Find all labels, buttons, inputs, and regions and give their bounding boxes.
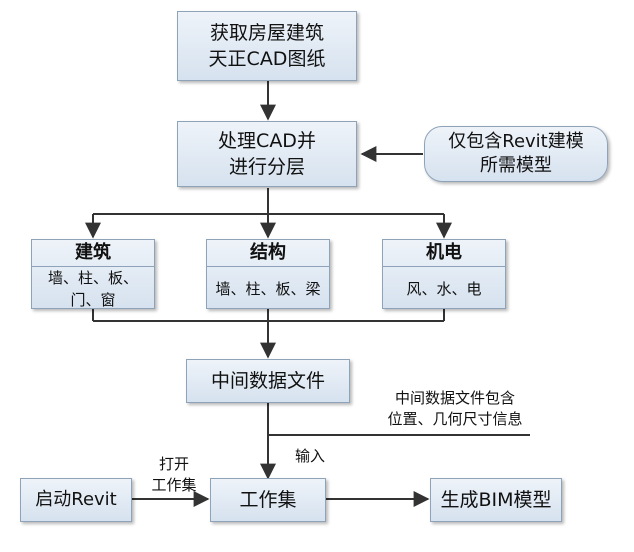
start-revit-label: 启动Revit <box>35 489 117 510</box>
open-workset-line-2: 工作集 <box>151 476 197 494</box>
category-mep-title: 机电 <box>383 240 505 267</box>
revit-only-line-1: 仅包含Revit建模 <box>448 131 584 152</box>
intermediate-note-line-2: 位置、几何尺寸信息 <box>387 410 523 428</box>
generate-bim-box: 生成BIM模型 <box>430 478 562 522</box>
obtain-line-2: 天正CAD图纸 <box>208 48 326 70</box>
open-workset-label: 打开 工作集 <box>146 454 202 496</box>
category-architecture-items: 墙、柱、板、 门、窗 <box>32 267 154 310</box>
category-structure-title: 结构 <box>207 240 329 267</box>
input-label: 输入 <box>294 447 325 465</box>
intermediate-note-line-1: 中间数据文件包含 <box>394 389 515 407</box>
category-mep-items: 风、水、电 <box>383 267 505 310</box>
category-structure-item-1: 墙、柱、板、梁 <box>215 279 321 298</box>
intermediate-file-box: 中间数据文件 <box>186 359 350 403</box>
category-architecture-title: 建筑 <box>32 240 154 267</box>
revit-only-box: 仅包含Revit建模 所需模型 <box>424 126 608 182</box>
workset-box: 工作集 <box>210 478 326 522</box>
process-cad-box: 处理CAD并 进行分层 <box>177 121 357 187</box>
open-workset-line-1: 打开 <box>158 455 189 473</box>
category-mep-item-1: 风、水、电 <box>406 279 482 298</box>
category-structure: 结构 墙、柱、板、梁 <box>206 239 330 309</box>
revit-only-line-2: 所需模型 <box>480 155 552 176</box>
category-architecture: 建筑 墙、柱、板、 门、窗 <box>31 239 155 309</box>
intermediate-line-1: 中间数据文件 <box>210 370 325 392</box>
category-structure-items: 墙、柱、板、梁 <box>207 267 329 310</box>
process-line-2: 进行分层 <box>228 156 305 178</box>
intermediate-note: 中间数据文件包含 位置、几何尺寸信息 <box>380 388 530 430</box>
start-revit-box: 启动Revit <box>20 478 132 522</box>
category-mep: 机电 风、水、电 <box>382 239 506 309</box>
obtain-cad-box: 获取房屋建筑 天正CAD图纸 <box>177 11 357 81</box>
workset-label: 工作集 <box>239 489 297 511</box>
category-architecture-item-2: 门、窗 <box>70 290 116 309</box>
process-line-1: 处理CAD并 <box>218 130 316 152</box>
generate-bim-label: 生成BIM模型 <box>440 489 552 511</box>
category-architecture-item-1: 墙、柱、板、 <box>47 268 138 287</box>
obtain-line-1: 获取房屋建筑 <box>209 22 324 44</box>
